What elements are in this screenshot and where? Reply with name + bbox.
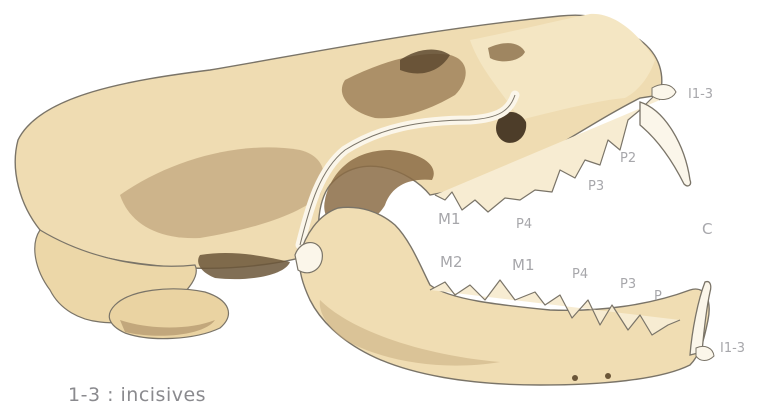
- label-canine: C: [702, 222, 712, 237]
- lower-incisors: [696, 346, 714, 360]
- label-lower-p4: P4: [572, 268, 588, 281]
- mental-foramen-2: [605, 373, 611, 379]
- label-lower-p3: P3: [620, 278, 636, 291]
- label-upper-p4: P4: [516, 218, 532, 231]
- upper-incisors: [652, 85, 676, 100]
- jaw-condyle: [295, 243, 322, 273]
- label-lower-m2: M2: [440, 255, 463, 270]
- label-upper-incisors: I1-3: [688, 88, 713, 101]
- label-lower-incisors: I1-3: [720, 342, 745, 355]
- label-upper-m1: M1: [438, 212, 461, 227]
- label-upper-p2: P2: [620, 152, 636, 165]
- label-upper-p3: P3: [588, 180, 604, 193]
- mental-foramen-1: [572, 375, 578, 381]
- upper-canine: [640, 102, 691, 186]
- label-lower-p2: P: [654, 290, 662, 303]
- figure-caption: 1-3 : incisives: [68, 384, 206, 406]
- label-lower-m1: M1: [512, 258, 535, 273]
